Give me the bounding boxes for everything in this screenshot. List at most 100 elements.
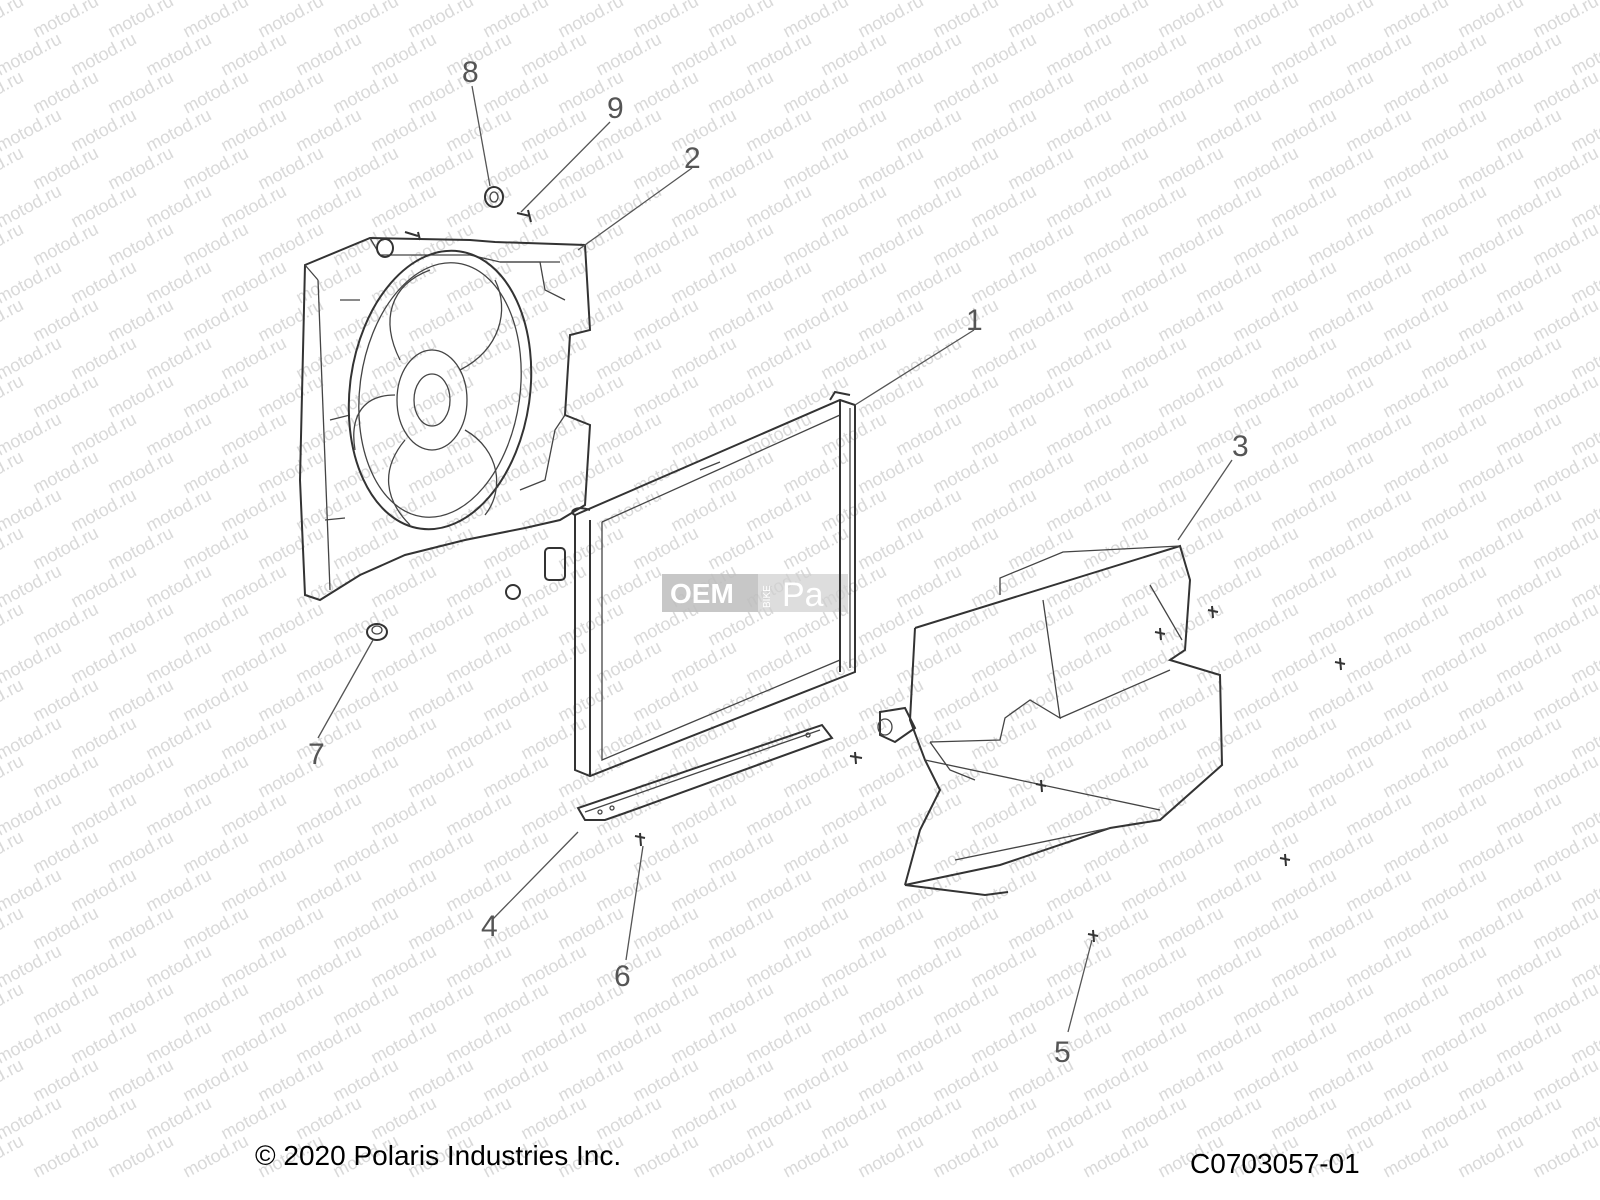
- watermark-text: motod.ru: [367, 637, 439, 688]
- watermark-text: motod.ru: [1492, 181, 1564, 232]
- watermark-text: motod.ru: [1342, 1093, 1414, 1144]
- watermark-text: motod.ru: [817, 485, 889, 536]
- watermark-text: motod.ru: [1229, 523, 1301, 574]
- watermark-text: motod.ru: [292, 637, 364, 688]
- watermark-text: motod.ru: [704, 371, 776, 422]
- watermark-text: motod.ru: [1379, 219, 1451, 270]
- watermark-text: motod.ru: [1079, 67, 1151, 118]
- watermark-text: motod.ru: [1192, 637, 1264, 688]
- watermark-text: motod.ru: [142, 941, 214, 992]
- watermark-text: motod.ru: [1042, 789, 1114, 840]
- watermark-text: motod.ru: [292, 105, 364, 156]
- watermark-text: motod.ru: [892, 105, 964, 156]
- watermark-text: motod.ru: [892, 257, 964, 308]
- callout-2: 2: [684, 142, 701, 175]
- watermark-text: motod.ru: [667, 637, 739, 688]
- watermark-text: motod.ru: [1454, 143, 1526, 194]
- watermark-text: motod.ru: [1417, 181, 1489, 232]
- watermark-text: motod.ru: [179, 1131, 251, 1182]
- watermark-text: motod.ru: [742, 105, 814, 156]
- watermark-text: motod.ru: [1454, 1131, 1526, 1182]
- watermark-text: motod.ru: [629, 903, 701, 954]
- watermark-text: motod.ru: [104, 675, 176, 726]
- watermark-text: motod.ru: [1229, 903, 1301, 954]
- watermark-text: motod.ru: [892, 29, 964, 80]
- watermark-text: motod.ru: [254, 67, 326, 118]
- watermark-text: motod.ru: [329, 295, 401, 346]
- watermark-text: motod.ru: [142, 333, 214, 384]
- watermark-text: motod.ru: [1417, 941, 1489, 992]
- watermark-text: motod.ru: [1379, 0, 1451, 42]
- drawing-code: C0703057-01: [1190, 1148, 1360, 1179]
- watermark-text: motod.ru: [329, 1055, 401, 1106]
- watermark-text: motod.ru: [667, 789, 739, 840]
- watermark-text: motod.ru: [1379, 143, 1451, 194]
- watermark-text: motod.ru: [967, 257, 1039, 308]
- watermark-text: motod.ru: [367, 181, 439, 232]
- watermark-text: motod.ru: [967, 713, 1039, 764]
- watermark-text: motod.ru: [629, 1055, 701, 1106]
- watermark-text: motod.ru: [704, 523, 776, 574]
- watermark-text: motod.ru: [142, 865, 214, 916]
- watermark-text: motod.ru: [104, 903, 176, 954]
- watermark-text: motod.ru: [442, 181, 514, 232]
- watermark-text: motod.ru: [517, 181, 589, 232]
- watermark-text: motod.ru: [367, 1093, 439, 1144]
- watermark-text: motod.ru: [967, 941, 1039, 992]
- watermark-text: motod.ru: [292, 1093, 364, 1144]
- watermark-text: motod.ru: [1192, 105, 1264, 156]
- watermark-text: motod.ru: [517, 29, 589, 80]
- fan-shroud-assembly: [298, 231, 592, 602]
- watermark-text: motod.ru: [892, 181, 964, 232]
- callout-1: 1: [966, 304, 983, 337]
- watermark-text: motod.ru: [1492, 257, 1564, 308]
- watermark-text: motod.ru: [1117, 181, 1189, 232]
- watermark-text: motod.ru: [1304, 295, 1376, 346]
- watermark-text: motod.ru: [854, 675, 926, 726]
- watermark-text: motod.ru: [329, 523, 401, 574]
- watermark-text: motod.ru: [29, 1055, 101, 1106]
- watermark-text: motod.ru: [1117, 105, 1189, 156]
- watermark-text: motod.ru: [1004, 751, 1076, 802]
- watermark-text: motod.ru: [779, 219, 851, 270]
- callout-7: 7: [308, 738, 325, 771]
- watermark-text: motod.ru: [929, 447, 1001, 498]
- watermark-text: motod.ru: [179, 0, 251, 42]
- watermark-text: motod.ru: [892, 941, 964, 992]
- watermark-text: motod.ru: [704, 295, 776, 346]
- watermark-text: motod.ru: [704, 979, 776, 1030]
- watermark-text: motod.ru: [179, 67, 251, 118]
- watermark-text: motod.ru: [1267, 561, 1339, 612]
- watermark-text: motod.ru: [1304, 675, 1376, 726]
- watermark-text: motod.ru: [704, 67, 776, 118]
- watermark-text: motod.ru: [142, 561, 214, 612]
- watermark-text: motod.ru: [67, 637, 139, 688]
- watermark-text: motod.ru: [704, 903, 776, 954]
- watermark-text: motod.ru: [854, 599, 926, 650]
- watermark-text: motod.ru: [1454, 979, 1526, 1030]
- watermark-text: motod.ru: [1342, 789, 1414, 840]
- watermark-text: motod.ru: [592, 257, 664, 308]
- watermark-text: motod.ru: [29, 0, 101, 42]
- watermark-text: motod.ru: [67, 181, 139, 232]
- watermark-text: motod.ru: [1192, 789, 1264, 840]
- watermark-text: motod.ru: [1304, 827, 1376, 878]
- screws-part-5: [1035, 605, 1346, 943]
- watermark-text: motod.ru: [367, 865, 439, 916]
- watermark-text: motod.ru: [1042, 713, 1114, 764]
- watermark-text: motod.ru: [29, 447, 101, 498]
- watermark-text: motod.ru: [0, 67, 27, 118]
- watermark-text: motod.ru: [1529, 1055, 1600, 1106]
- watermark-text: motod.ru: [742, 637, 814, 688]
- watermark-text: motod.ru: [67, 1093, 139, 1144]
- watermark-text: motod.ru: [67, 333, 139, 384]
- logo-pa: Pa: [782, 576, 824, 614]
- watermark-text: motod.ru: [254, 447, 326, 498]
- watermark-text: motod.ru: [1229, 295, 1301, 346]
- watermark-text: motod.ru: [29, 599, 101, 650]
- callout-4: 4: [481, 910, 498, 943]
- watermark-text: motod.ru: [367, 561, 439, 612]
- watermark-text: motod.ru: [817, 941, 889, 992]
- screw-part-6: [634, 832, 646, 847]
- watermark-text: motod.ru: [1529, 751, 1600, 802]
